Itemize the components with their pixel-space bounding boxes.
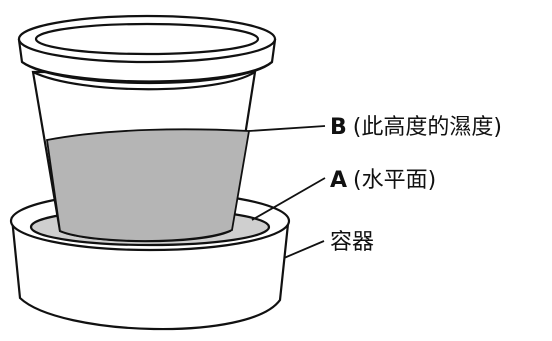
leader-line-container (283, 240, 325, 259)
leader-line-b (248, 125, 326, 132)
plant-pot (17, 14, 277, 243)
pot-rim-top-inner (34, 22, 260, 56)
label-a-text: (水平面) (353, 168, 436, 193)
label-b-letter: B (330, 115, 347, 140)
leader-line-a (251, 177, 326, 221)
leader-lines (248, 125, 326, 259)
label-a-letter: A (330, 168, 347, 193)
label-a: A(水平面) (330, 168, 436, 193)
pot-wet-soil (45, 128, 251, 242)
pot-body-top-edge (32, 71, 256, 91)
label-b: B(此高度的濕度) (330, 115, 502, 140)
label-container: 容器 (330, 230, 374, 255)
label-b-text: (此高度的濕度) (353, 115, 502, 140)
pot-rim-bottom-edge (21, 61, 273, 85)
